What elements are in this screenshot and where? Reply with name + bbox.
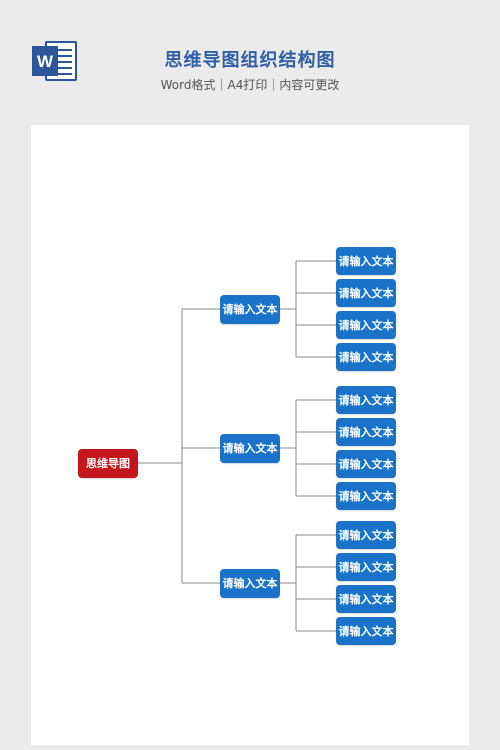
leaf-node[interactable]: 请输入文本 [336,343,396,371]
page-subtitle: Word格式｜A4打印｜内容可更改 [160,78,340,92]
root-node[interactable]: 思维导图 [78,448,138,478]
word-icon: W [32,41,77,81]
leaf-node[interactable]: 请输入文本 [336,386,396,414]
leaf-node[interactable]: 请输入文本 [336,247,396,275]
leaf-node[interactable]: 请输入文本 [336,553,396,581]
word-icon-letter: W [37,52,54,71]
page-title: 思维导图组织结构图 [164,50,336,71]
leaf-node[interactable]: 请输入文本 [336,418,396,446]
branch-node[interactable]: 请输入文本 [220,568,280,598]
leaf-node[interactable]: 请输入文本 [336,617,396,645]
leaf-node[interactable]: 请输入文本 [336,482,396,510]
leaf-node[interactable]: 请输入文本 [336,585,396,613]
branch-node[interactable]: 请输入文本 [220,294,280,324]
header: W 思维导图组织结构图 Word格式｜A4打印｜内容可更改 [0,0,500,125]
leaf-node[interactable]: 请输入文本 [336,311,396,339]
branch-node[interactable]: 请输入文本 [220,433,280,463]
leaf-node[interactable]: 请输入文本 [336,450,396,478]
leaf-node[interactable]: 请输入文本 [336,279,396,307]
leaf-node[interactable]: 请输入文本 [336,521,396,549]
